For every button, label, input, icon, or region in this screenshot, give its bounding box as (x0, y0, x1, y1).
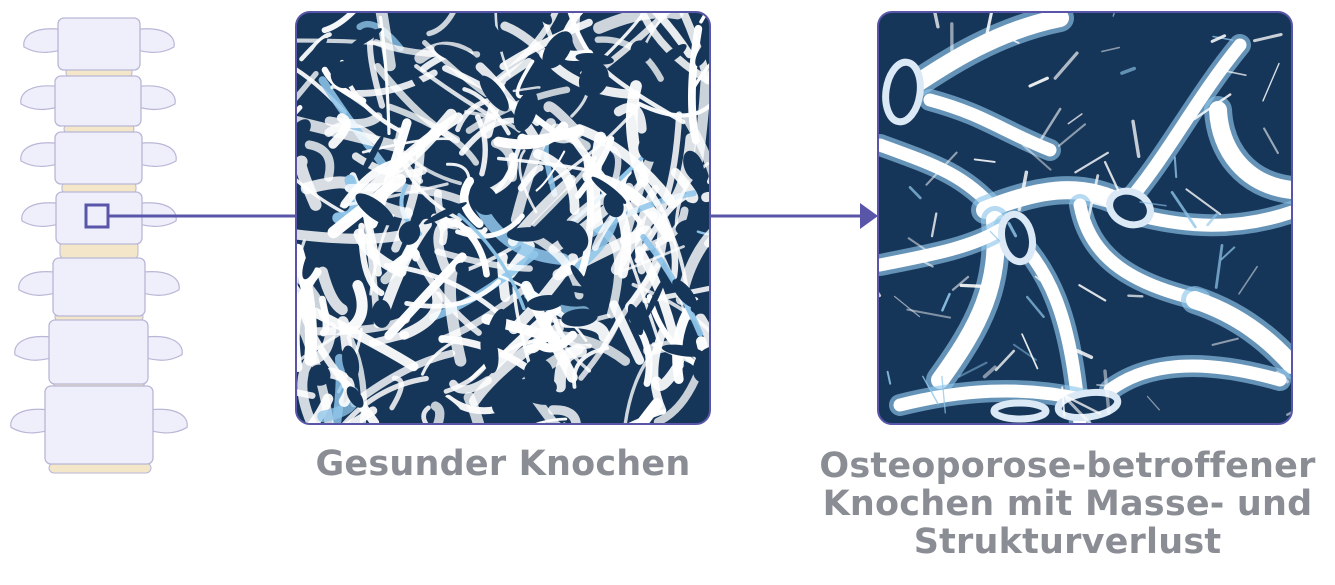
vertebral-column-icon (11, 18, 187, 473)
osteoporotic-bone-panel (856, 0, 1311, 428)
bone-spike (1128, 296, 1142, 297)
trabecula (708, 197, 732, 243)
trabecula (709, 142, 722, 182)
osteoporosis-bone-caption: Osteoporose-betroffener Knochen mit Mass… (800, 448, 1335, 561)
vertebra-body (53, 258, 145, 316)
vertebra-body (55, 76, 141, 126)
vertebra-body (56, 192, 142, 244)
healthy-bone-panel (210, 0, 775, 510)
trabecula (210, 258, 305, 316)
osteoporosis-caption-line-1: Osteoporose-betroffener (800, 448, 1335, 486)
osteoporosis-caption-line-3: Strukturverlust (800, 524, 1335, 562)
trabecula (244, 108, 300, 170)
healthy-bone-caption: Gesunder Knochen (296, 446, 710, 484)
vertebra-body (45, 386, 153, 464)
bone-spike (1097, 385, 1110, 386)
vertebra-body (55, 132, 142, 184)
trabecula (701, 0, 726, 22)
trabecula (343, 322, 347, 348)
bone-spike (856, 259, 879, 295)
bone-spike (961, 285, 990, 286)
vertebra-body (49, 320, 148, 384)
osteoporosis-caption-line-2: Knochen mit Masse- und (800, 486, 1335, 524)
trabecula (706, 197, 741, 222)
bone-spike (1175, 157, 1176, 177)
bone-pore (994, 403, 1046, 419)
arrow-right-icon (860, 203, 878, 229)
vertebra-body (58, 18, 140, 70)
